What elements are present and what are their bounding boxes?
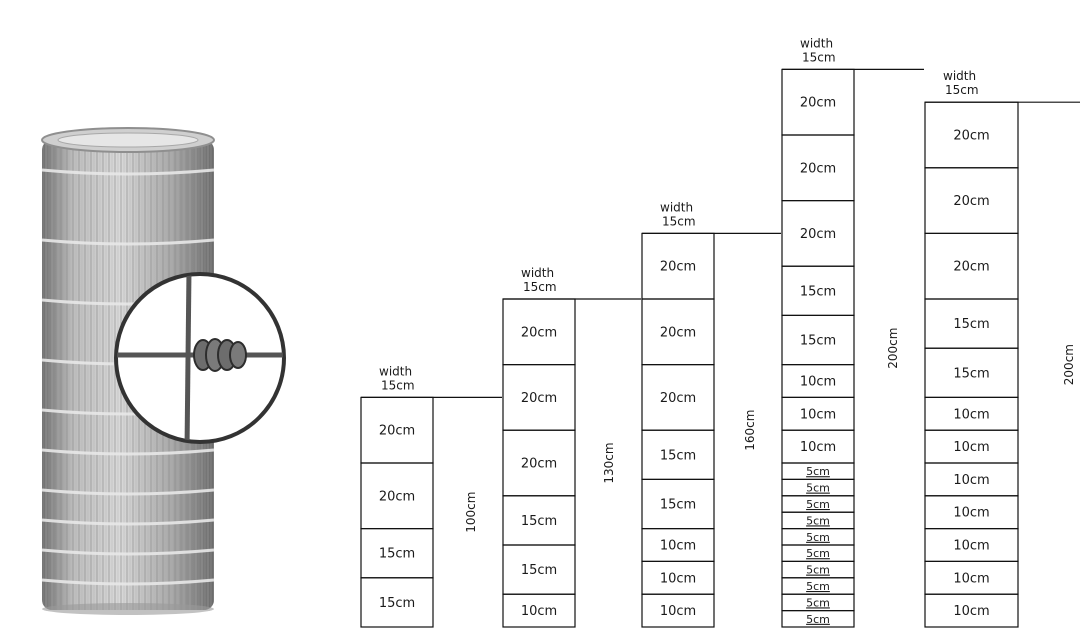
- mesh-row-cell: [641, 593, 715, 628]
- mesh-row-label: 20cm: [953, 194, 989, 209]
- mesh-row-label: 20cm: [660, 325, 696, 340]
- mesh-row-label: 10cm: [800, 375, 836, 390]
- mesh-row-label: 20cm: [521, 391, 557, 406]
- width-caption: width: [521, 266, 554, 280]
- mesh-row-label: 5cm: [806, 514, 830, 527]
- mesh-row-label: 5cm: [806, 531, 830, 544]
- fence-spec-charts: width15cm20cm20cm15cm15cm100cmwidth15cm2…: [360, 36, 1080, 628]
- mesh-row-label: 15cm: [800, 284, 836, 299]
- mesh-row-label: 15cm: [379, 547, 415, 562]
- mesh-row-label: 10cm: [660, 604, 696, 619]
- mesh-row-label: 5cm: [806, 498, 830, 511]
- mesh-row-label: 15cm: [800, 334, 836, 349]
- mesh-row-label: 15cm: [521, 563, 557, 578]
- mesh-row-label: 5cm: [806, 613, 830, 626]
- mesh-row-label: 10cm: [953, 407, 989, 422]
- mesh-row-label: 15cm: [521, 514, 557, 529]
- mesh-row-label: 5cm: [806, 465, 830, 478]
- mesh-row-cell: [781, 609, 855, 628]
- mesh-row-label: 15cm: [660, 498, 696, 513]
- mesh-row-label: 10cm: [953, 440, 989, 455]
- total-height-label: 100cm: [464, 492, 478, 533]
- mesh-row-label: 10cm: [660, 539, 696, 554]
- width-caption: width: [379, 364, 412, 378]
- width-value: 15cm: [802, 50, 836, 64]
- mesh-row-label: 10cm: [800, 440, 836, 455]
- width-value: 15cm: [523, 280, 557, 294]
- width-caption: width: [943, 69, 976, 83]
- width-caption: width: [660, 200, 693, 214]
- total-height-label: 130cm: [602, 442, 616, 483]
- mesh-row-cell: [924, 593, 1019, 628]
- mesh-row-label: 5cm: [806, 580, 830, 593]
- mesh-row-label: 5cm: [806, 564, 830, 577]
- mesh-row-label: 10cm: [800, 407, 836, 422]
- mesh-row-label: 10cm: [521, 604, 557, 619]
- mesh-row-label: 10cm: [953, 539, 989, 554]
- mesh-row-label: 5cm: [806, 482, 830, 495]
- width-value: 15cm: [381, 378, 415, 392]
- mesh-row-label: 5cm: [806, 596, 830, 609]
- mesh-row-label: 20cm: [379, 424, 415, 439]
- mesh-row-label: 10cm: [953, 473, 989, 488]
- mesh-row-label: 10cm: [660, 571, 696, 586]
- mesh-row-label: 15cm: [953, 366, 989, 381]
- mesh-row-cell: [360, 577, 434, 628]
- mesh-row-label: 20cm: [953, 129, 989, 144]
- mesh-row-label: 20cm: [660, 260, 696, 275]
- width-value: 15cm: [662, 214, 696, 228]
- mesh-row-label: 20cm: [800, 227, 836, 242]
- mesh-row-label: 20cm: [800, 96, 836, 111]
- mesh-row-label: 10cm: [953, 506, 989, 521]
- knot-icon: [193, 338, 247, 372]
- mesh-row-cell: [502, 593, 576, 628]
- mesh-row-label: 20cm: [660, 391, 696, 406]
- mesh-row-label: 20cm: [521, 457, 557, 472]
- mesh-row-label: 15cm: [379, 596, 415, 611]
- mesh-row-label: 20cm: [953, 260, 989, 275]
- mesh-row-label: 5cm: [806, 547, 830, 560]
- mesh-row-label: 10cm: [953, 571, 989, 586]
- mesh-row-label: 20cm: [521, 325, 557, 340]
- total-height-label: 200cm: [886, 328, 900, 369]
- mesh-row-label: 20cm: [800, 161, 836, 176]
- mesh-row-label: 10cm: [953, 604, 989, 619]
- mesh-row-label: 20cm: [379, 489, 415, 504]
- total-height-label: 200cm: [1062, 344, 1076, 385]
- mesh-row-label: 15cm: [953, 317, 989, 332]
- width-value: 15cm: [945, 83, 979, 97]
- total-height-label: 160cm: [743, 410, 757, 451]
- knot-closeup-inset: [114, 272, 286, 444]
- mesh-row-label: 15cm: [660, 448, 696, 463]
- width-caption: width: [800, 36, 833, 50]
